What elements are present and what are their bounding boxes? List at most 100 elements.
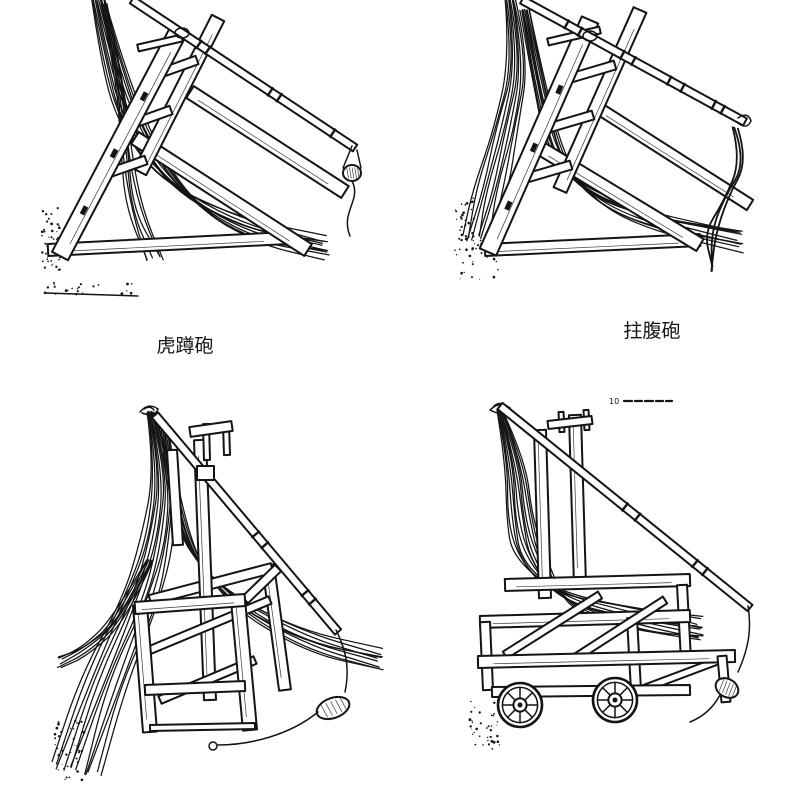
sling-pouch-netting	[722, 680, 728, 693]
pull-rope-strand	[478, 0, 518, 236]
ground-speck	[458, 248, 461, 251]
ground-speck	[66, 765, 69, 768]
ground-speck	[51, 263, 53, 265]
ground-speck	[477, 244, 480, 247]
ground-speck	[47, 256, 48, 258]
ground-speck	[485, 727, 488, 729]
ground-speck	[470, 728, 472, 730]
back-platform-plank-grain	[516, 582, 672, 588]
ground-speck	[498, 744, 501, 746]
ground-speck	[464, 204, 467, 206]
ground-speck	[58, 225, 60, 227]
front-top-bar-grain	[141, 602, 235, 610]
rear-wheel-spoke	[506, 708, 517, 719]
frame-rail-left	[478, 15, 600, 257]
throwing-arm-rope-binding	[629, 55, 638, 67]
ground-speck	[472, 261, 474, 263]
ground-speck	[44, 252, 47, 255]
ground-speck	[48, 236, 50, 238]
throwing-arm-rope-binding	[618, 49, 626, 61]
frame-rail-left-mortise-hole	[109, 148, 119, 159]
sling-pouch-netting	[731, 686, 737, 699]
front-wheel	[591, 676, 639, 724]
ground-speck	[130, 283, 133, 285]
sling-pouch-netting	[330, 701, 338, 715]
base-board-outline	[148, 722, 257, 732]
ground-speck	[454, 249, 456, 251]
rear-post-grain	[537, 440, 543, 582]
ground-speck	[57, 769, 59, 771]
ground-speck	[496, 721, 499, 723]
frame-rail-left-grain	[496, 44, 584, 240]
ground-speck	[76, 770, 79, 773]
ground-speck	[58, 268, 61, 271]
pull-rope-strand	[471, 0, 513, 241]
ground-speck	[479, 278, 481, 280]
ground-speck	[487, 743, 490, 746]
pull-rope-strand	[488, 0, 522, 242]
ground-speck	[65, 753, 68, 756]
ground-speck	[56, 223, 59, 226]
diagonal-brace-outline	[501, 590, 604, 660]
ground-speck	[69, 727, 72, 729]
lower-brace-grain	[143, 146, 290, 242]
ground-speck	[57, 735, 61, 738]
ground-speck	[43, 230, 46, 233]
ground-speck	[80, 778, 84, 782]
rear-wheel-spoke	[506, 691, 517, 702]
ground-speck	[61, 763, 63, 765]
pull-rope-strand	[480, 0, 520, 240]
ground-speck	[51, 237, 53, 239]
throwing-arm-rope-binding	[719, 104, 727, 116]
front-left-leg-grain	[137, 612, 147, 720]
frame-rail-right-grain	[146, 34, 213, 165]
ground-speck	[490, 714, 493, 716]
ground-speck	[489, 729, 492, 732]
ground-speck	[486, 736, 489, 739]
ground-speck	[57, 723, 60, 726]
ground-speck	[454, 209, 456, 211]
ground-speck	[46, 258, 48, 261]
front-post-grain	[572, 425, 578, 569]
ground-speck	[465, 248, 468, 251]
ground-speck	[55, 238, 58, 241]
ground-speck	[44, 242, 47, 245]
ground-speck	[78, 751, 80, 754]
short-post-outline	[166, 448, 184, 547]
sling-pouch-netting	[725, 682, 731, 695]
pull-rope-strand	[75, 411, 165, 771]
rope-tassel	[139, 405, 159, 416]
ground-speck	[51, 264, 53, 266]
rear-post	[533, 428, 552, 600]
ground-speck	[492, 740, 496, 744]
frame-rail-left-mortise-hole	[139, 91, 149, 102]
pull-rope-strand	[85, 410, 169, 776]
ground-speck	[76, 290, 79, 293]
ground-speck	[492, 275, 496, 279]
pull-rope-strand	[60, 559, 154, 669]
ground-speck	[58, 258, 60, 261]
figure-note-number: 10	[609, 397, 619, 406]
frame-rail-left-mortise-hole	[555, 84, 564, 95]
ground-speck	[472, 197, 475, 200]
ground-speck	[71, 287, 73, 290]
top-block-outline	[546, 415, 594, 430]
ground-speck	[126, 290, 128, 292]
ground-speck	[53, 285, 56, 288]
throwing-arm	[128, 0, 359, 153]
throwing-arm-rope-binding	[203, 45, 212, 56]
pivot-binding	[174, 27, 190, 39]
ground-speck	[492, 257, 496, 261]
ground-speck	[126, 282, 129, 286]
ground-speck	[53, 283, 56, 286]
ground-speck	[468, 718, 472, 722]
ground-speck	[459, 229, 461, 231]
ground-speck	[486, 256, 488, 258]
ground-speck	[47, 260, 49, 263]
ground-speck	[487, 739, 489, 742]
top-block-outline	[188, 420, 234, 438]
top-block	[546, 415, 594, 430]
front-wheel-spoke	[618, 703, 629, 714]
ground-speck	[493, 713, 495, 715]
back-platform-plank	[503, 573, 692, 592]
